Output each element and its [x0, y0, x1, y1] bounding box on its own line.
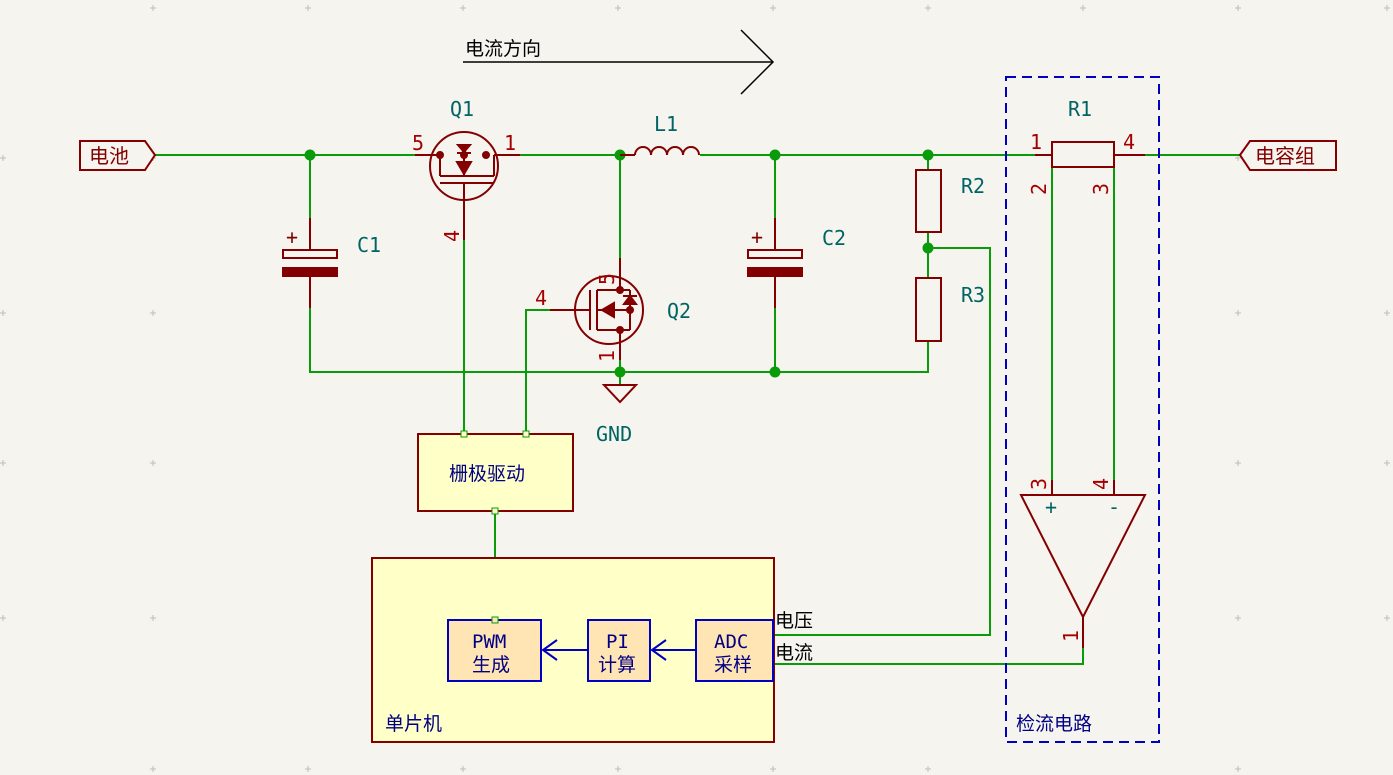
- capbank-label-text: 电容组: [1255, 144, 1315, 168]
- r2-ref: R2: [961, 174, 985, 198]
- q2-pin4: 4: [535, 286, 547, 310]
- c1-ref: C1: [357, 233, 381, 257]
- grid-marks: [0, 5, 1390, 772]
- pi-label-line1: PI: [606, 631, 629, 653]
- r1-pin3: 3: [1089, 183, 1113, 195]
- battery-label-text: 电池: [89, 144, 129, 168]
- r1-pin2: 2: [1027, 183, 1051, 195]
- c2-capacitor[interactable]: +: [747, 218, 803, 308]
- current-direction-arrow: [463, 29, 775, 95]
- q1-pin1: 1: [504, 131, 516, 155]
- adc-label-line1: ADC: [714, 631, 748, 653]
- junction-dots: [304, 149, 934, 378]
- opamp-pin3: 3: [1027, 478, 1051, 490]
- pwm-block[interactable]: PWM 生成: [447, 616, 542, 682]
- q2-mosfet[interactable]: [550, 258, 644, 360]
- pi-label-line2: 计算: [598, 654, 636, 676]
- current-direction-title: 电流方向: [465, 38, 541, 60]
- l1-inductor[interactable]: [620, 146, 700, 156]
- signal-current-label: 电流: [775, 642, 813, 664]
- pi-block[interactable]: PI 计算: [587, 619, 651, 682]
- pwm-label-line2: 生成: [472, 654, 510, 676]
- q1-ref: Q1: [450, 97, 474, 121]
- r2-resistor[interactable]: [915, 169, 942, 233]
- adc-label-line2: 采样: [714, 654, 752, 676]
- c1-plus: +: [286, 225, 298, 249]
- r1-pin1: 1: [1030, 130, 1042, 154]
- opamp-minus: -: [1108, 495, 1120, 519]
- gnd-symbol: [601, 384, 639, 404]
- mcu-label: 单片机: [385, 713, 442, 735]
- q2-pin5: 5: [595, 273, 619, 285]
- opamp[interactable]: + -: [1019, 480, 1147, 648]
- signal-voltage-label: 电压: [775, 610, 813, 632]
- pwm-label-line1: PWM: [472, 631, 506, 653]
- q1-mosfet[interactable]: [415, 131, 520, 240]
- opamp-plus: +: [1045, 495, 1057, 519]
- sense-circuit-label: 检流电路: [1016, 713, 1092, 735]
- c2-plus: +: [751, 225, 763, 249]
- opamp-pin1: 1: [1059, 630, 1083, 642]
- battery-label[interactable]: 电池: [79, 140, 157, 171]
- gnd-ref: GND: [596, 422, 632, 446]
- q1-pin4: 4: [440, 230, 464, 242]
- q2-pin1: 1: [595, 350, 619, 362]
- r1-ref: R1: [1068, 97, 1092, 121]
- r1-pin4: 4: [1123, 130, 1135, 154]
- c2-ref: C2: [822, 226, 846, 250]
- r1-shunt[interactable]: [1035, 141, 1145, 168]
- sense-circuit-box: [1005, 76, 1160, 743]
- gate-driver-label: 栅极驱动: [449, 463, 525, 485]
- c1-capacitor[interactable]: +: [282, 218, 338, 308]
- q1-pin5: 5: [412, 131, 424, 155]
- l1-ref: L1: [654, 112, 678, 136]
- opamp-pin4: 4: [1089, 478, 1113, 490]
- capbank-label[interactable]: 电容组: [1238, 140, 1337, 171]
- r3-ref: R3: [961, 283, 985, 307]
- r3-resistor[interactable]: [915, 277, 942, 342]
- mcu-dataflow-arrows: [541, 639, 696, 661]
- adc-block[interactable]: ADC 采样: [695, 619, 774, 682]
- gate-driver-block[interactable]: 栅极驱动: [417, 430, 574, 515]
- q2-ref: Q2: [667, 299, 691, 323]
